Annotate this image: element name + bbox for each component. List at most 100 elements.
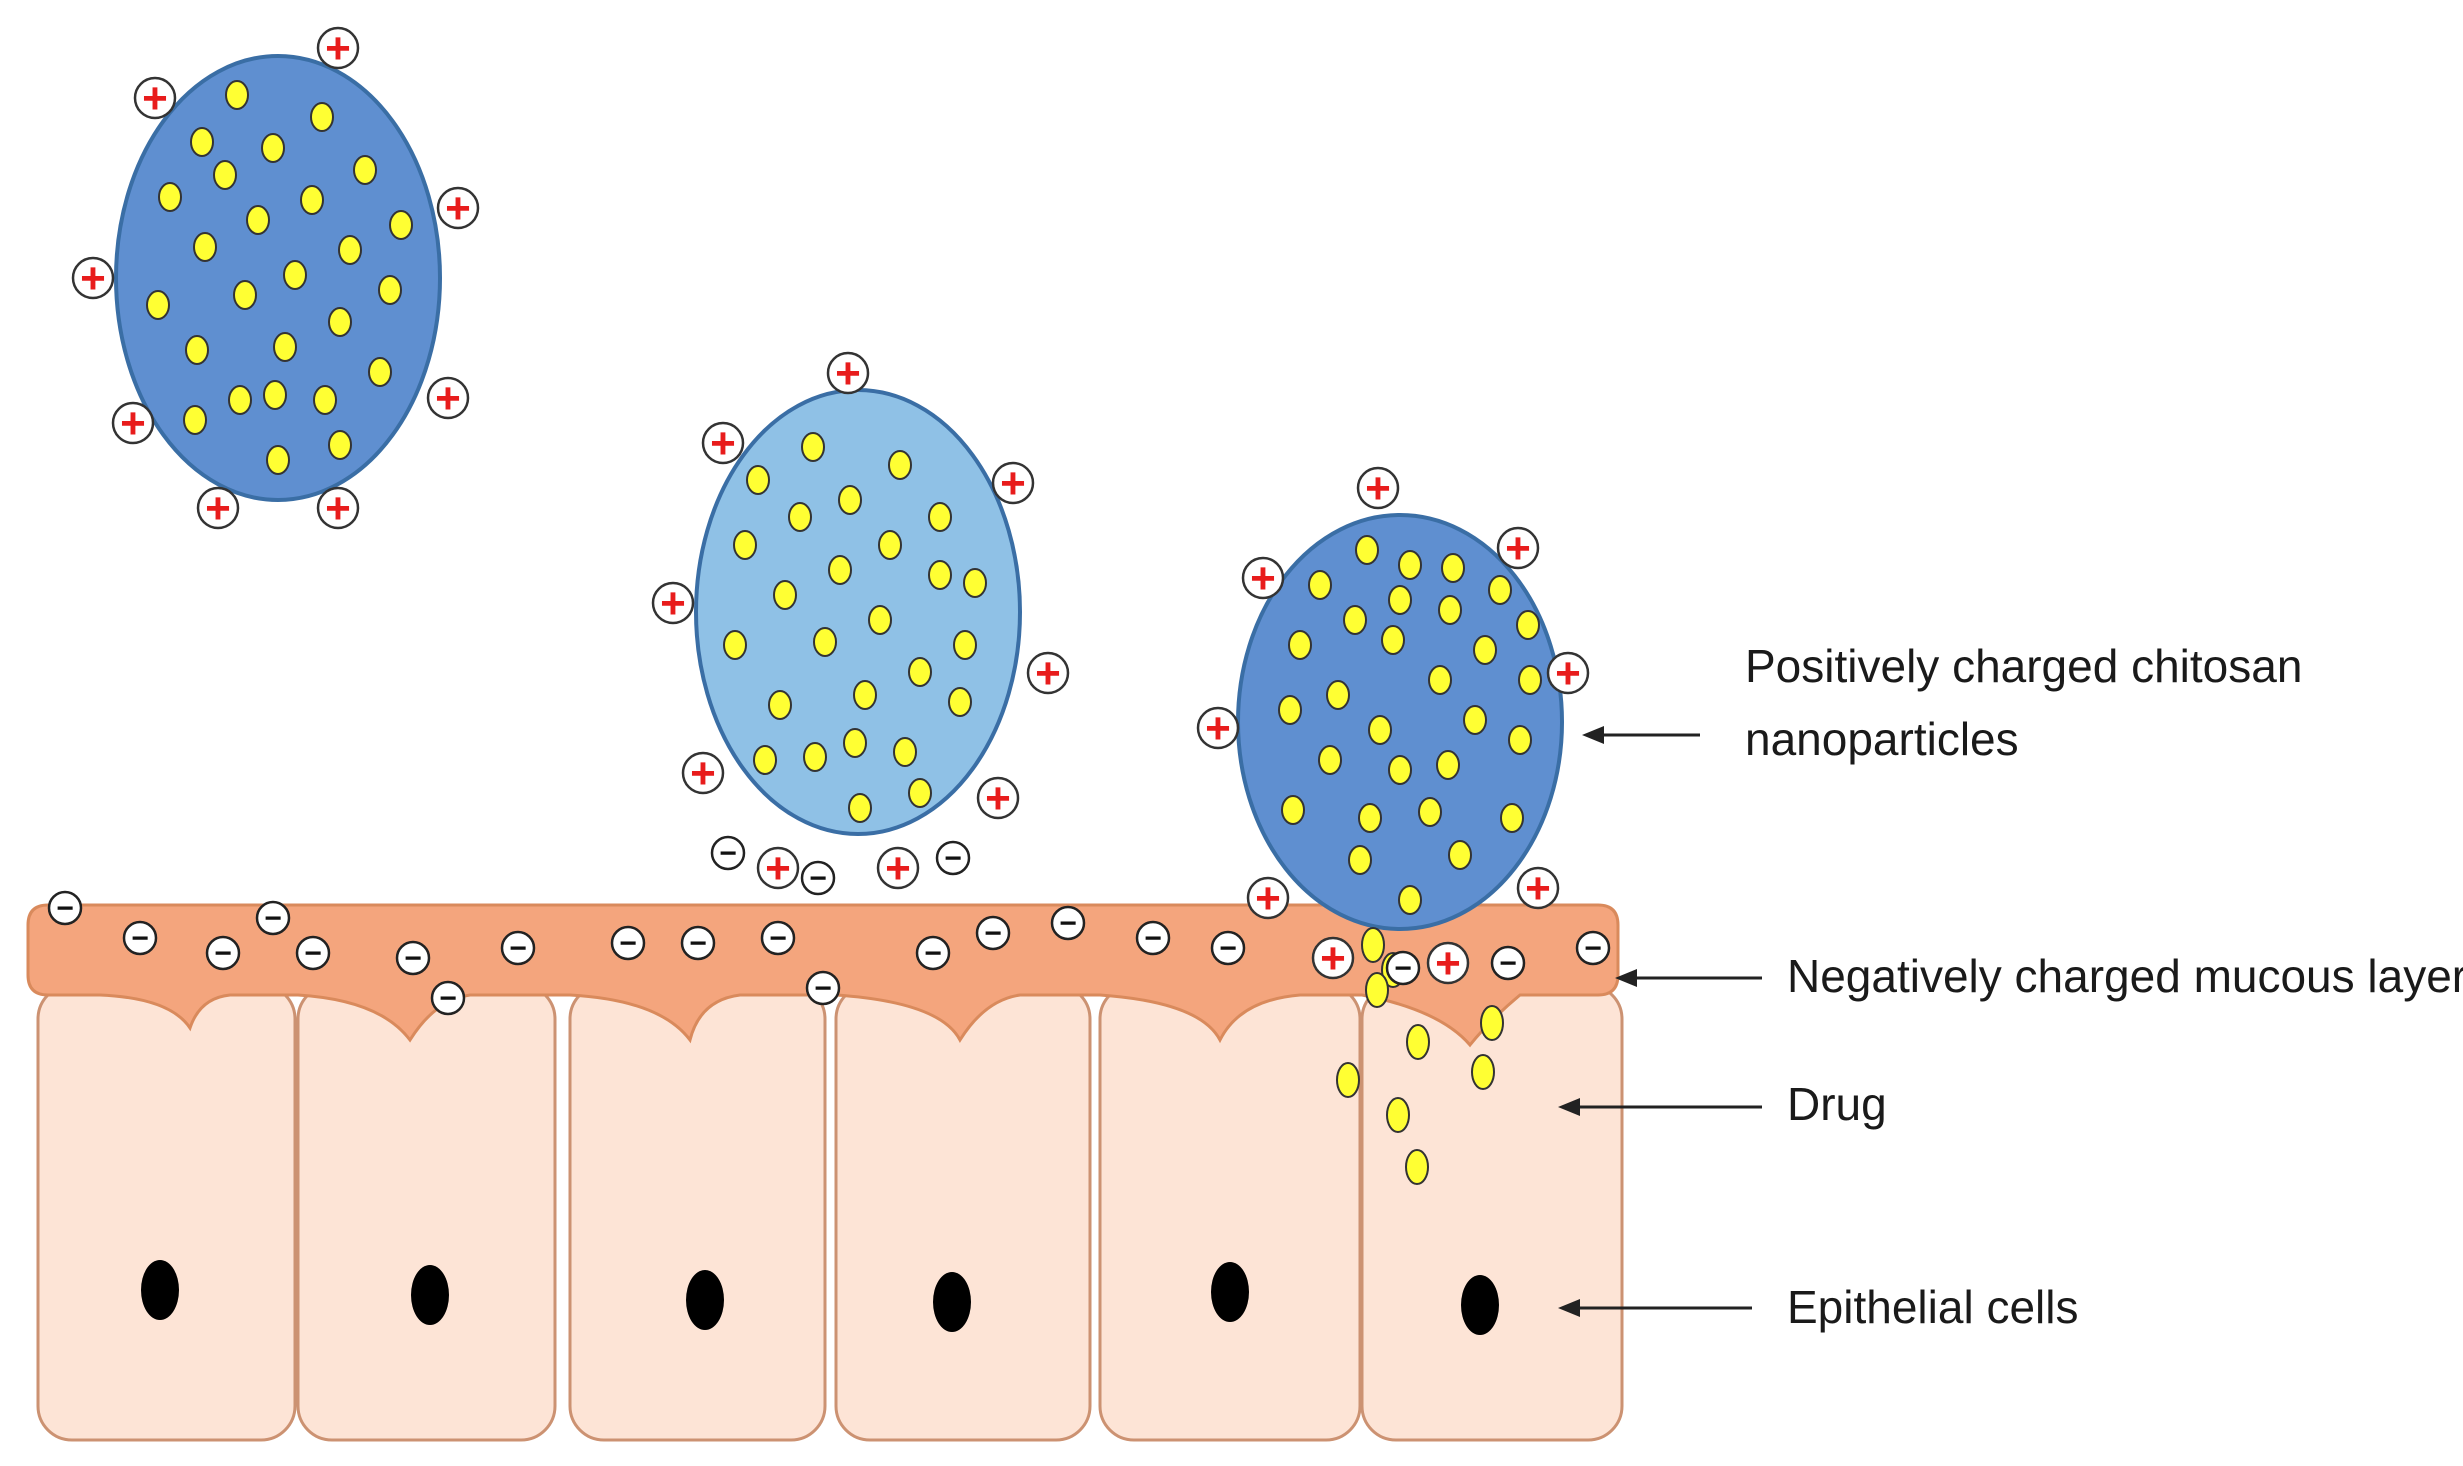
drug-dot bbox=[1368, 715, 1392, 745]
label-mucous-layer: Negatively charged mucous layer bbox=[1787, 950, 2463, 1002]
epithelial-cells-layer bbox=[36, 983, 1624, 1442]
charge-circle bbox=[316, 486, 360, 530]
charge-circle bbox=[991, 461, 1035, 505]
drug-dot bbox=[266, 445, 290, 475]
charge-circle bbox=[1210, 930, 1246, 966]
drug-dot bbox=[1473, 635, 1497, 665]
negative-charge: − bbox=[1385, 950, 1421, 986]
drug-dot bbox=[273, 332, 297, 362]
epithelial-cell bbox=[36, 983, 297, 1442]
negative-charge: − bbox=[395, 940, 431, 976]
drug-dot bbox=[158, 182, 182, 212]
drug-dot bbox=[963, 568, 987, 598]
positive-charge: + bbox=[1356, 464, 1400, 513]
charge-circle bbox=[1196, 706, 1240, 750]
cell-nucleus bbox=[933, 1272, 971, 1332]
positive-charge: + bbox=[1026, 649, 1070, 698]
positive-charge: + bbox=[111, 399, 155, 448]
drug-dot bbox=[928, 560, 952, 590]
positive-sign: + bbox=[985, 774, 1011, 823]
positive-sign: + bbox=[1505, 524, 1531, 573]
positive-sign: + bbox=[1320, 934, 1346, 983]
negative-charge: − bbox=[1135, 920, 1171, 956]
positive-sign: + bbox=[885, 844, 911, 893]
released-drug-dot bbox=[1480, 1005, 1504, 1041]
drug-dot bbox=[1441, 553, 1465, 583]
positive-charge: + bbox=[681, 749, 725, 798]
negative-charge: − bbox=[1050, 905, 1086, 941]
epithelial-cell bbox=[296, 983, 557, 1442]
drug-dot bbox=[389, 210, 413, 240]
drug-dot bbox=[1448, 840, 1472, 870]
negative-charge: − bbox=[710, 835, 746, 871]
negative-charge: − bbox=[915, 935, 951, 971]
cell-nucleus bbox=[1461, 1275, 1499, 1335]
charge-circle bbox=[111, 401, 155, 445]
drug-dot bbox=[1308, 570, 1332, 600]
charge-circle bbox=[1356, 466, 1400, 510]
negative-sign: − bbox=[809, 862, 827, 895]
charge-circle bbox=[876, 846, 920, 890]
negative-charge: − bbox=[805, 970, 841, 1006]
drug-dot bbox=[1388, 755, 1412, 785]
cell-nucleus bbox=[411, 1265, 449, 1325]
label-nanoparticles-line1: Positively charged chitosan bbox=[1745, 640, 2302, 692]
negative-charge: − bbox=[1210, 930, 1246, 966]
charge-circle bbox=[1311, 936, 1355, 980]
charge-circle bbox=[395, 940, 431, 976]
charge-circle bbox=[1050, 905, 1086, 941]
negative-sign: − bbox=[1059, 907, 1077, 940]
drug-dot bbox=[868, 605, 892, 635]
drug-dot bbox=[1358, 803, 1382, 833]
charge-circle bbox=[436, 186, 480, 230]
drug-dot bbox=[1288, 630, 1312, 660]
epithelial-cell bbox=[1098, 983, 1362, 1442]
positive-charge: + bbox=[1246, 874, 1290, 923]
negative-sign: − bbox=[984, 917, 1002, 950]
drug-dot bbox=[233, 280, 257, 310]
drug-dot bbox=[753, 745, 777, 775]
positive-sign: + bbox=[1205, 704, 1231, 753]
charge-circle bbox=[680, 925, 716, 961]
positive-sign: + bbox=[765, 844, 791, 893]
positive-sign: + bbox=[1255, 874, 1281, 923]
drug-dot bbox=[1381, 625, 1405, 655]
negative-charge: − bbox=[1490, 945, 1526, 981]
drug-dot bbox=[261, 133, 285, 163]
positive-charge: + bbox=[651, 579, 695, 628]
negative-sign: − bbox=[439, 982, 457, 1015]
drug-dot bbox=[953, 630, 977, 660]
negative-sign: − bbox=[719, 837, 737, 870]
negative-sign: − bbox=[769, 922, 787, 955]
negative-sign: − bbox=[814, 972, 832, 1005]
negative-sign: − bbox=[1394, 952, 1412, 985]
arrow-head bbox=[1558, 1299, 1580, 1317]
drug-dot bbox=[246, 205, 270, 235]
charge-circle bbox=[826, 351, 870, 395]
drug-dot bbox=[948, 687, 972, 717]
drug-dot bbox=[723, 630, 747, 660]
drug-dot bbox=[338, 235, 362, 265]
charge-circle bbox=[1241, 556, 1285, 600]
positive-charge: + bbox=[756, 844, 800, 893]
positive-charge: + bbox=[1311, 934, 1355, 983]
pointer-arrows bbox=[1558, 726, 1762, 1317]
charge-circle bbox=[1426, 941, 1470, 985]
drug-dot bbox=[1348, 845, 1372, 875]
negative-charge: − bbox=[800, 860, 836, 896]
positive-charge: + bbox=[1516, 864, 1560, 913]
charge-circle bbox=[1496, 526, 1540, 570]
charge-circle bbox=[760, 920, 796, 956]
arrow-head bbox=[1582, 726, 1604, 744]
drug-dot bbox=[313, 385, 337, 415]
negative-charge: − bbox=[610, 925, 646, 961]
charge-circle bbox=[1546, 651, 1590, 695]
released-drug-dot bbox=[1386, 1097, 1410, 1133]
drug-dot bbox=[908, 778, 932, 808]
charge-circle bbox=[915, 935, 951, 971]
arrow-head bbox=[1558, 1098, 1580, 1116]
negative-charge: − bbox=[680, 925, 716, 961]
positive-sign: + bbox=[325, 24, 351, 73]
positive-sign: + bbox=[445, 184, 471, 233]
drug-dot bbox=[1398, 885, 1422, 915]
